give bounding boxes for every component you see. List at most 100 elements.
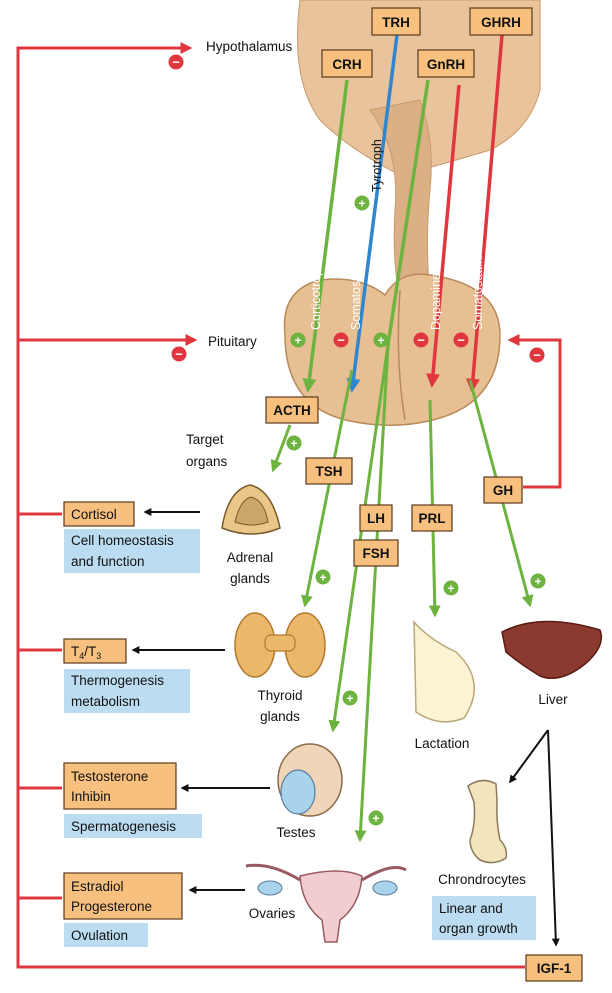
tsh-to-thyroid-arrow <box>300 369 354 608</box>
minus-sign-somatostatin-gh: − <box>453 332 469 348</box>
thyroid-gland-icon <box>234 612 326 678</box>
svg-text:+: + <box>346 692 353 706</box>
prl-box <box>411 504 453 532</box>
svg-text:+: + <box>372 812 379 826</box>
estradiol-progesterone-box <box>63 872 183 920</box>
corticotroph-label: Corticotroph <box>309 262 323 330</box>
target-organs-label-line2: organs <box>186 454 228 469</box>
minus-signs: − − − − − − <box>168 54 545 363</box>
svg-text:−: − <box>533 348 541 363</box>
cortisol-label: Cortisol <box>71 507 117 522</box>
cell-homeostasis-label-line1: Cell homeostasis <box>71 533 174 548</box>
tsh-box <box>305 457 353 485</box>
svg-text:+: + <box>290 437 297 451</box>
breast-icon <box>413 619 476 723</box>
plus-sign-corticotroph: + <box>290 332 306 348</box>
svg-text:+: + <box>377 334 384 348</box>
acth-label: ACTH <box>273 403 311 418</box>
cortisol-box <box>63 501 135 527</box>
minus-sign-somatostatin: − <box>333 332 349 348</box>
trh-arrow <box>346 34 399 393</box>
plus-signs: + + + + + + + + + <box>286 195 546 826</box>
tsh-label: TSH <box>316 464 343 479</box>
gnrh-box <box>417 49 475 78</box>
feedback-line-igf1 <box>16 42 525 969</box>
linear-growth-label-line2: organ growth <box>439 921 518 936</box>
gh-box <box>483 476 523 504</box>
plus-sign-lh: + <box>342 690 358 706</box>
liver-to-igf1-arrow <box>547 729 560 947</box>
t4-t3-label: T4/T3 <box>71 644 101 661</box>
t4-t3-box <box>63 638 127 664</box>
plus-sign-fsh: + <box>368 810 384 826</box>
svg-text:−: − <box>417 333 425 348</box>
ghrh-label: GHRH <box>481 15 521 30</box>
ovulation-label: Ovulation <box>71 928 128 943</box>
somatotroph-label: Somatostatin/Somatotroph <box>471 182 485 330</box>
spermatogenesis-label: Spermatogenesis <box>71 819 176 834</box>
minus-sign-hypothalamus: − <box>168 54 184 70</box>
plus-sign-prl: + <box>443 580 459 596</box>
igf1-label: IGF-1 <box>537 961 572 976</box>
trh-box <box>371 7 421 36</box>
svg-text:+: + <box>319 571 326 585</box>
crh-box <box>321 49 373 78</box>
liver-to-chondrocytes-arrow <box>509 729 549 784</box>
liver-icon <box>501 620 603 679</box>
thyroid-label-line2: glands <box>260 709 300 724</box>
chondrocytes-label: Chrondrocytes <box>438 872 526 887</box>
bone-icon <box>467 779 508 864</box>
svg-text:+: + <box>534 575 541 589</box>
tyrotroph-label: Tyrotroph <box>370 139 384 192</box>
crh-label: CRH <box>332 57 361 72</box>
svg-text:−: − <box>337 333 345 348</box>
fsh-to-ovaries-arrow <box>354 344 390 843</box>
acth-box <box>265 396 319 424</box>
cell-homeostasis-label-line2: and function <box>71 554 145 569</box>
estradiol-label: Estradiol <box>71 879 124 894</box>
spermatogenesis-box <box>64 814 202 838</box>
minus-sign-dopamine: − <box>413 332 429 348</box>
testes-label: Testes <box>276 825 315 840</box>
lactation-label: Lactation <box>415 736 470 751</box>
target-organs-label-line1: Target <box>186 432 224 447</box>
trh-label: TRH <box>382 15 410 30</box>
svg-text:−: − <box>457 333 465 348</box>
pituitary-label: Pituitary <box>208 334 257 349</box>
feedback-line-gh <box>507 334 562 489</box>
svg-text:−: − <box>172 55 180 70</box>
gnrh-label: GnRH <box>427 57 465 72</box>
svg-text:+: + <box>294 334 301 348</box>
svg-text:+: + <box>358 197 365 211</box>
progesterone-label: Progesterone <box>71 899 152 914</box>
fsh-label: FSH <box>363 546 390 561</box>
svg-text:−: − <box>175 347 183 362</box>
testosterone-label: Testosterone <box>71 769 148 784</box>
crh-arrow <box>302 79 349 393</box>
fsh-box <box>353 539 399 567</box>
liver-label: Liver <box>538 692 568 707</box>
plus-sign-tsh: + <box>315 569 331 585</box>
igf1-box <box>525 954 583 982</box>
lh-box <box>359 504 393 532</box>
plus-sign-tyrotroph: + <box>354 195 370 211</box>
dopamine-arrow <box>426 84 461 388</box>
pituitary-lobe-divider <box>397 289 406 421</box>
testes-icon <box>277 743 343 817</box>
cell-homeostasis-box <box>64 529 200 573</box>
adrenal-label-line1: Adrenal <box>227 550 274 565</box>
thermogenesis-label-line2: metabolism <box>71 694 140 709</box>
ghrh-box <box>469 7 533 36</box>
prl-label: PRL <box>419 511 446 526</box>
lh-to-testes-arrow <box>328 344 390 733</box>
linear-growth-label-line1: Linear and <box>439 901 503 916</box>
pituitary-gland <box>283 273 501 426</box>
minus-sign-pituitary: − <box>171 346 187 362</box>
somatostatin-label: Somatostatin <box>349 257 363 330</box>
plus-sign-gnrh: + <box>373 332 389 348</box>
lactotroph-label: Dopamine/Lactotroph <box>429 210 443 330</box>
gnrh-arrow <box>386 79 430 346</box>
lh-label: LH <box>367 511 385 526</box>
